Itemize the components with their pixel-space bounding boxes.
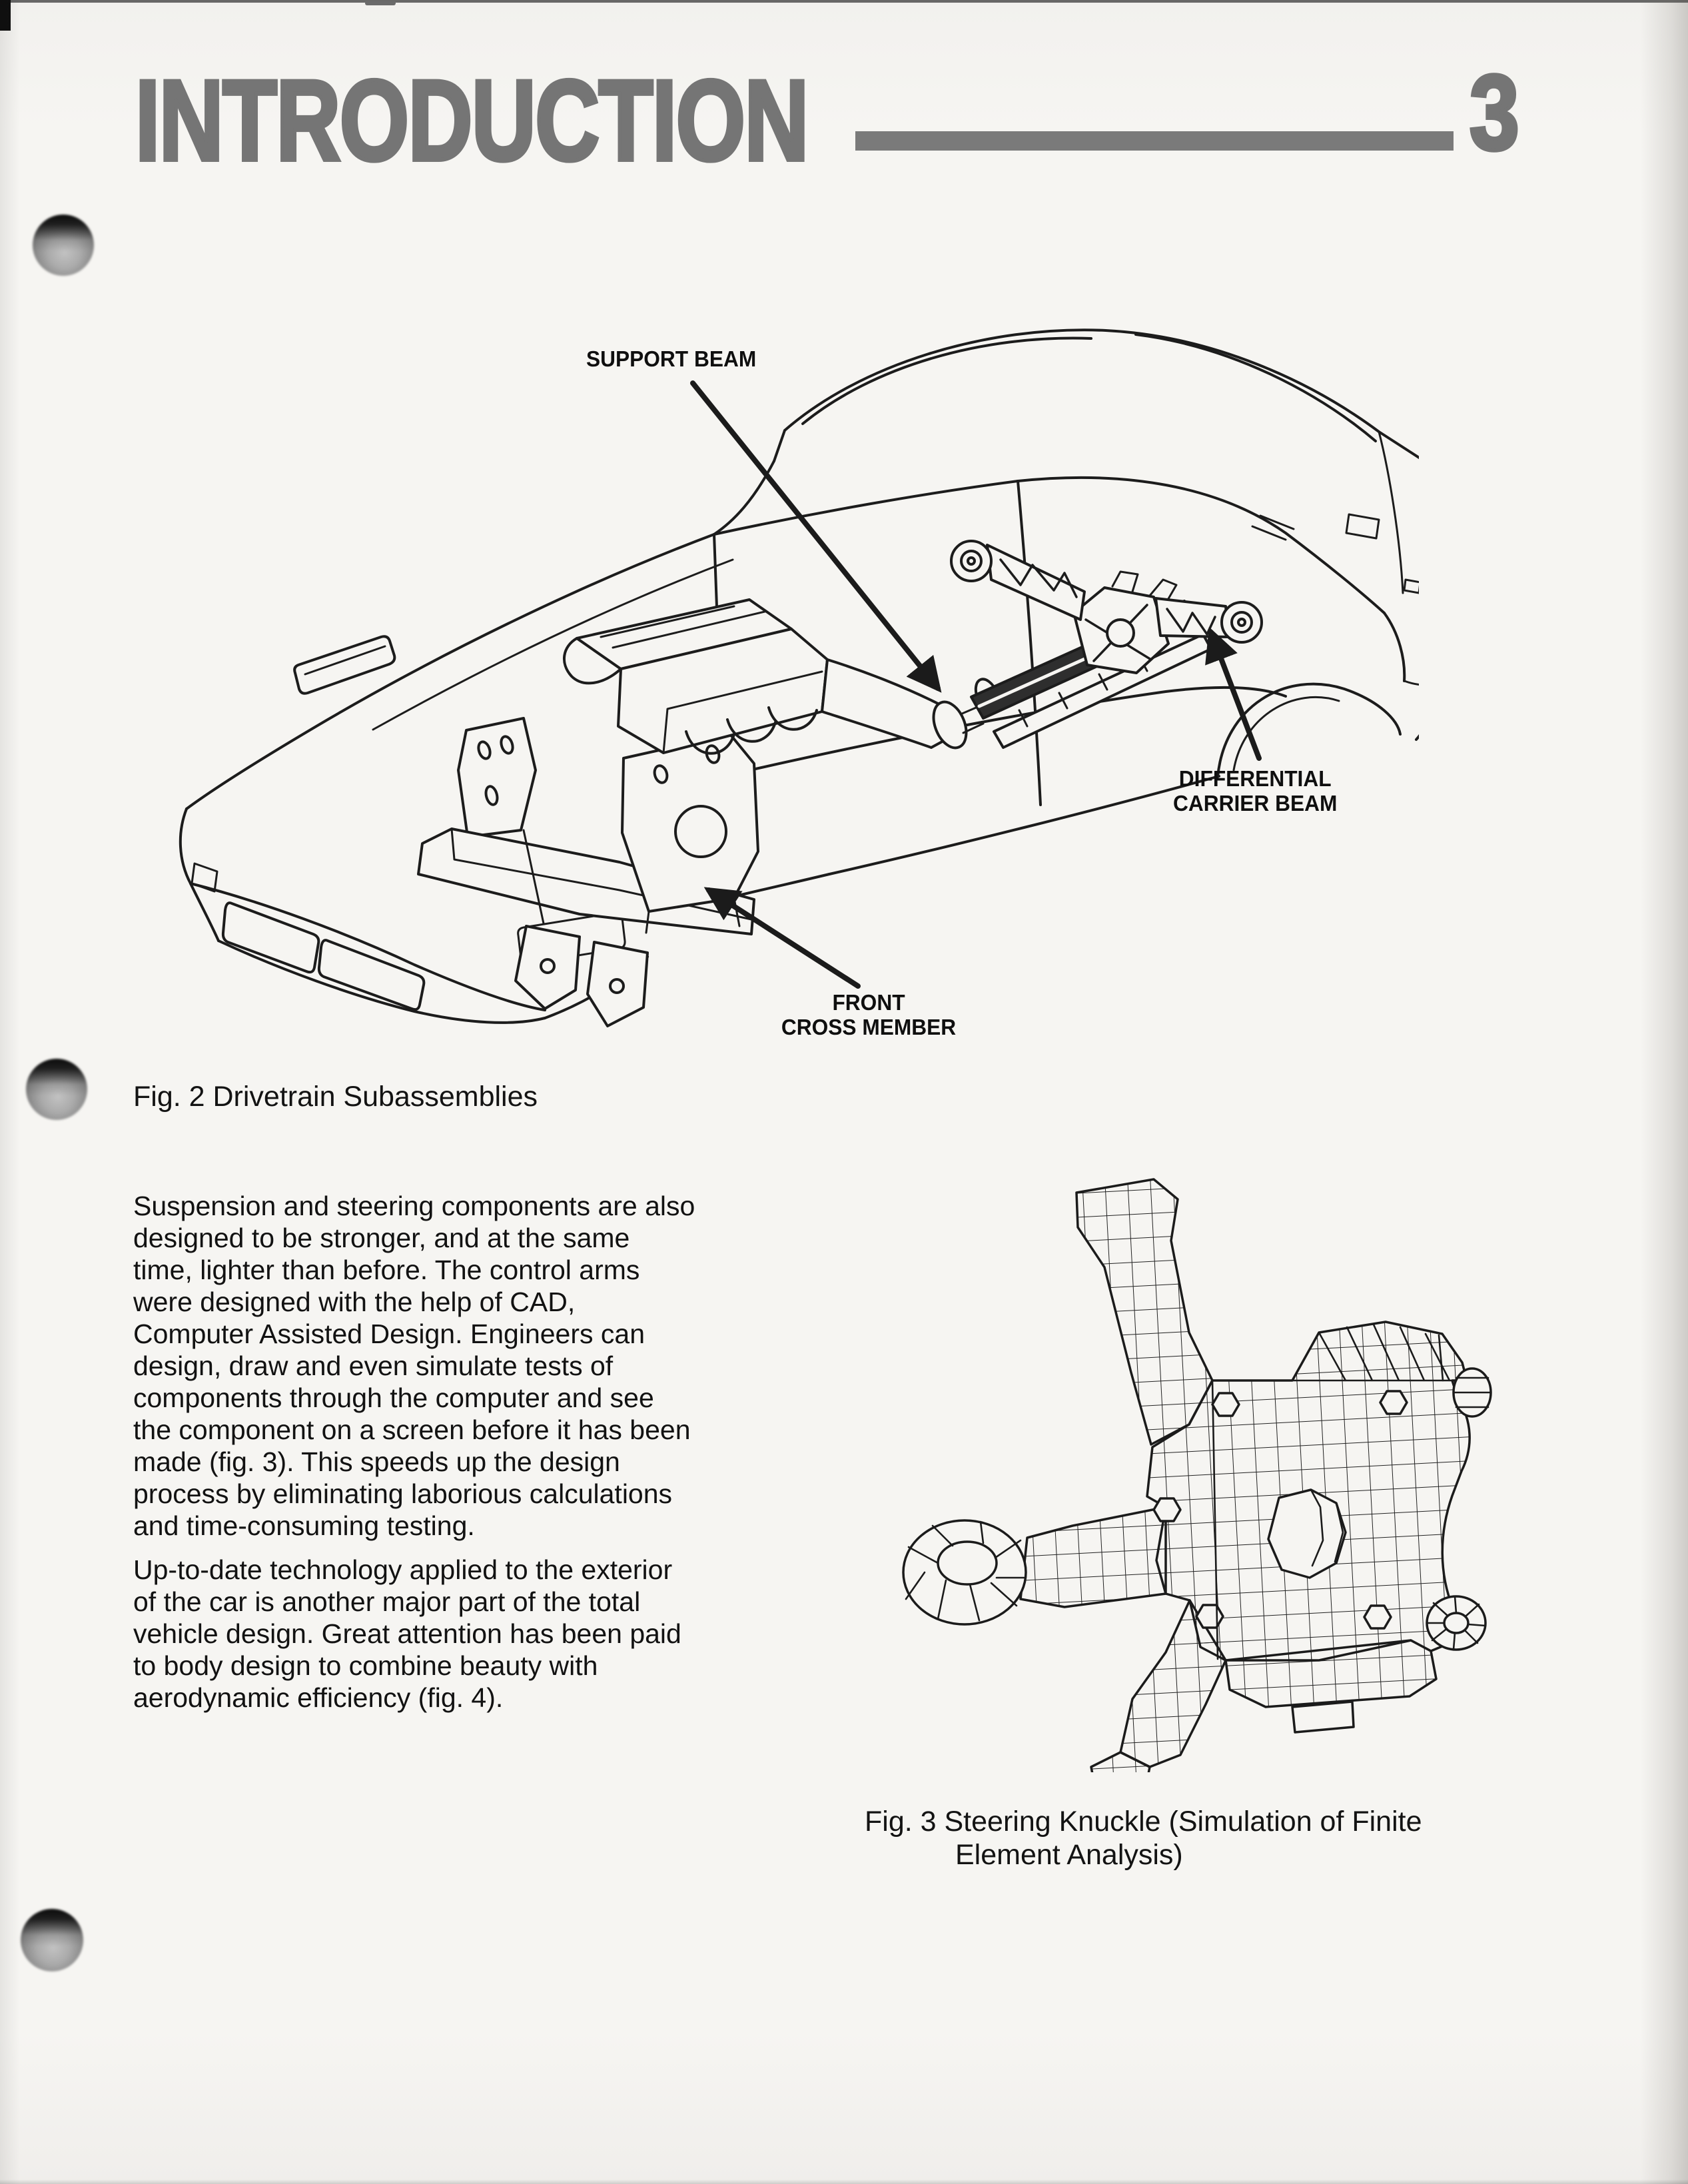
body-paragraph-1: Suspension and steering components are a… (133, 1191, 695, 1541)
punch-hole (33, 215, 94, 276)
body-paragraph-2: Up-to-date technology applied to the ext… (133, 1554, 681, 1713)
figure3-steering-knuckle-diagram (902, 1178, 1492, 1772)
figure2-caption: Fig. 2 Drivetrain Subassemblies (133, 1081, 538, 1113)
figure3-caption-line1: Fig. 3 Steering Knuckle (Simulation of F… (865, 1806, 1422, 1838)
support-beam-arrow (690, 380, 942, 693)
figure2-drivetrain-diagram (179, 328, 1419, 1027)
knuckle-center-hole (1267, 1488, 1347, 1579)
scan-edge-mark (365, 1, 396, 5)
page-number: 3 (1468, 53, 1521, 172)
scan-top-edge (0, 0, 1688, 3)
front-cross-member-arrow (703, 887, 861, 989)
scan-corner-mark (0, 0, 11, 31)
figure3-caption-line2: Element Analysis) (955, 1839, 1183, 1871)
differential-arrow (1205, 626, 1262, 761)
page-left-shadow (0, 0, 20, 2184)
punch-hole (26, 1059, 87, 1120)
page-title: INTRODUCTION (134, 57, 811, 185)
engine-assembly (563, 598, 1001, 755)
knuckle-upper-arm (1075, 1178, 1214, 1446)
front-cross-member (417, 717, 759, 1027)
knuckle-steering-arm (1019, 1506, 1167, 1608)
label-support-beam: SUPPORT BEAM (586, 346, 757, 371)
label-differential-carrier-beam: DIFFERENTIAL CARRIER BEAM (1172, 766, 1338, 816)
scan-bottom-edge (0, 2179, 1688, 2184)
label-front-cross-member: FRONT CROSS MEMBER (781, 990, 957, 1039)
title-rule (855, 131, 1454, 151)
page-right-shadow (1640, 0, 1688, 2184)
punch-hole (21, 1909, 83, 1971)
label-arrows (690, 380, 1262, 989)
